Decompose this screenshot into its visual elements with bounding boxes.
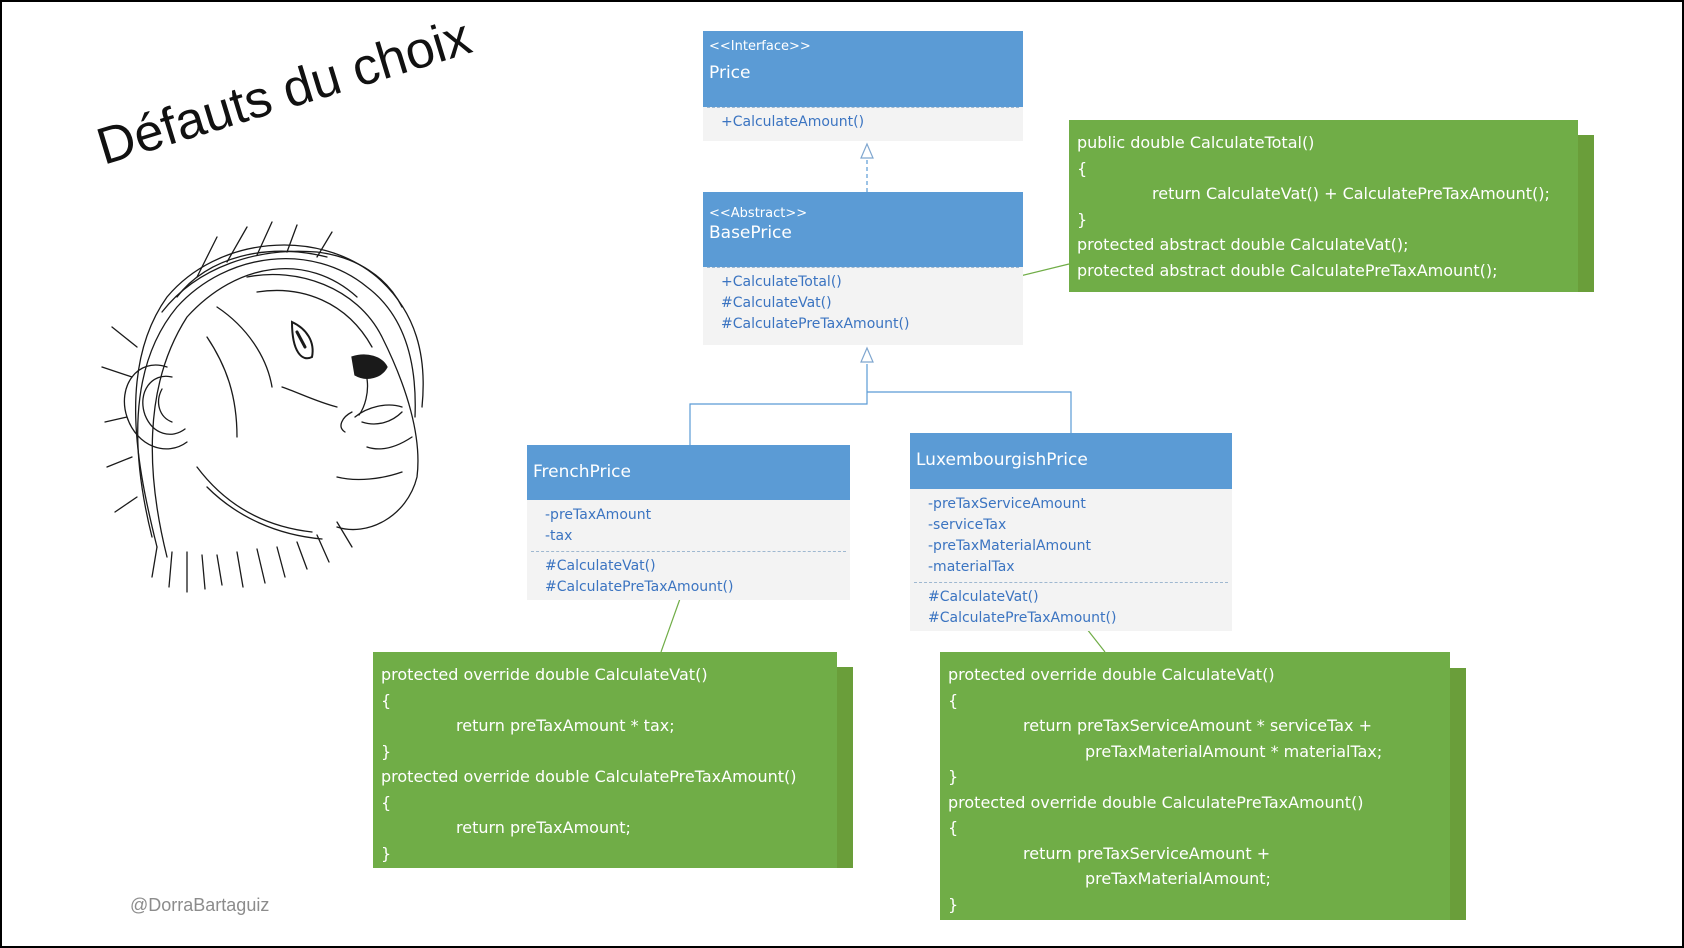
note-body: protected override double CalculateVat()… bbox=[940, 652, 1450, 920]
separator bbox=[707, 107, 1019, 108]
class-body: +CalculateAmount() bbox=[703, 107, 1023, 141]
class-header: LuxembourgishPrice bbox=[910, 433, 1232, 489]
method: #CalculatePreTaxAmount() bbox=[721, 316, 910, 332]
stereotype-label: <<Interface>> bbox=[709, 39, 811, 54]
stereotype-label: <<Abstract>> bbox=[709, 206, 808, 221]
code-line: return preTaxAmount; bbox=[456, 818, 631, 837]
field: -materialTax bbox=[928, 559, 1015, 575]
method-section: #CalculateVat() #CalculatePreTaxAmount() bbox=[910, 583, 1232, 633]
class-header: <<Abstract>> BasePrice bbox=[703, 192, 1023, 267]
class-luxembourgishprice: LuxembourgishPrice -preTaxServiceAmount … bbox=[910, 433, 1232, 631]
code-line: } bbox=[1077, 209, 1088, 229]
field: -preTaxMaterialAmount bbox=[928, 538, 1091, 554]
method: #CalculateVat() bbox=[721, 295, 832, 311]
class-name: BasePrice bbox=[709, 223, 792, 243]
note-anchor-frenchprice bbox=[660, 595, 682, 653]
method: #CalculatePreTaxAmount() bbox=[928, 610, 1117, 626]
class-body: +CalculateTotal() #CalculateVat() #Calcu… bbox=[703, 267, 1023, 345]
code-line: protected override double CalculateVat() bbox=[948, 665, 1275, 684]
class-body: -preTaxAmount -tax #CalculateVat() #Calc… bbox=[527, 500, 850, 600]
generalization-line-french bbox=[689, 364, 868, 445]
separator bbox=[914, 582, 1228, 583]
code-line: } bbox=[381, 741, 392, 761]
class-name: LuxembourgishPrice bbox=[916, 450, 1088, 470]
author-credit: @DorraBartaguiz bbox=[130, 895, 270, 915]
method-section: #CalculateVat() #CalculatePreTaxAmount() bbox=[527, 552, 850, 602]
field: -preTaxAmount bbox=[545, 507, 652, 523]
code-line: { bbox=[381, 690, 392, 710]
code-line: protected override double CalculatePreTa… bbox=[948, 792, 1364, 812]
code-line: protected override double CalculateVat() bbox=[381, 665, 708, 684]
code-line: protected abstract double CalculateVat()… bbox=[1077, 235, 1409, 254]
generalization-line-lux bbox=[867, 391, 1072, 433]
code-line: return CalculateVat() + CalculatePreTaxA… bbox=[1152, 184, 1550, 203]
separator bbox=[707, 267, 1019, 268]
code-line: preTaxMaterialAmount * materialTax; bbox=[1085, 741, 1383, 761]
code-line: { bbox=[948, 690, 959, 710]
field-section: -preTaxAmount -tax bbox=[527, 500, 850, 551]
method-section: +CalculateAmount() bbox=[703, 108, 1023, 137]
method: #CalculateVat() bbox=[928, 589, 1039, 605]
method: #CalculateVat() bbox=[545, 558, 656, 574]
field: -preTaxServiceAmount bbox=[928, 496, 1086, 512]
method-section: +CalculateTotal() #CalculateVat() #Calcu… bbox=[703, 268, 1023, 339]
field-section: -preTaxServiceAmount -serviceTax -preTax… bbox=[910, 489, 1232, 582]
code-line: return preTaxAmount * tax; bbox=[456, 716, 675, 735]
class-name: Price bbox=[709, 63, 751, 83]
code-line: return preTaxServiceAmount * serviceTax … bbox=[1023, 716, 1373, 735]
note-body: protected override double CalculateVat()… bbox=[373, 652, 837, 868]
code-line: } bbox=[948, 894, 959, 914]
code-line: } bbox=[381, 843, 392, 863]
code-line: return preTaxServiceAmount + bbox=[1023, 843, 1271, 863]
field: -serviceTax bbox=[928, 517, 1007, 533]
separator bbox=[531, 551, 846, 552]
class-body: -preTaxServiceAmount -serviceTax -preTax… bbox=[910, 489, 1232, 631]
code-note-baseprice: public double CalculateTotal() { return … bbox=[1069, 120, 1594, 292]
note-body: public double CalculateTotal() { return … bbox=[1069, 120, 1578, 292]
class-baseprice: <<Abstract>> BasePrice +CalculateTotal()… bbox=[703, 192, 1023, 345]
code-line: protected override double CalculatePreTa… bbox=[381, 767, 797, 786]
method: +CalculateTotal() bbox=[721, 274, 842, 290]
code-note-frenchprice: protected override double CalculateVat()… bbox=[373, 652, 853, 868]
class-frenchprice: FrenchPrice -preTaxAmount -tax #Calculat… bbox=[527, 445, 850, 600]
class-price: <<Interface>> Price +CalculateAmount() bbox=[703, 31, 1023, 141]
code-line: preTaxMaterialAmount; bbox=[1085, 869, 1271, 888]
code-line: { bbox=[381, 792, 392, 812]
code-line: } bbox=[948, 767, 959, 786]
code-line: { bbox=[948, 818, 959, 837]
realization-arrowhead bbox=[860, 142, 874, 159]
class-header: FrenchPrice bbox=[527, 445, 850, 500]
code-line: protected abstract double CalculatePreTa… bbox=[1077, 260, 1498, 280]
class-name: FrenchPrice bbox=[533, 462, 631, 482]
code-note-luxembourgishprice: protected override double CalculateVat()… bbox=[940, 652, 1466, 920]
method: #CalculatePreTaxAmount() bbox=[545, 579, 734, 595]
class-header: <<Interface>> Price bbox=[703, 31, 1023, 107]
code-line: { bbox=[1077, 158, 1088, 178]
generalization-arrowhead bbox=[860, 346, 874, 363]
method: +CalculateAmount() bbox=[721, 114, 865, 130]
code-line: public double CalculateTotal() bbox=[1077, 133, 1315, 152]
field: -tax bbox=[545, 528, 573, 544]
monkey-sketch-illustration bbox=[101, 221, 424, 593]
